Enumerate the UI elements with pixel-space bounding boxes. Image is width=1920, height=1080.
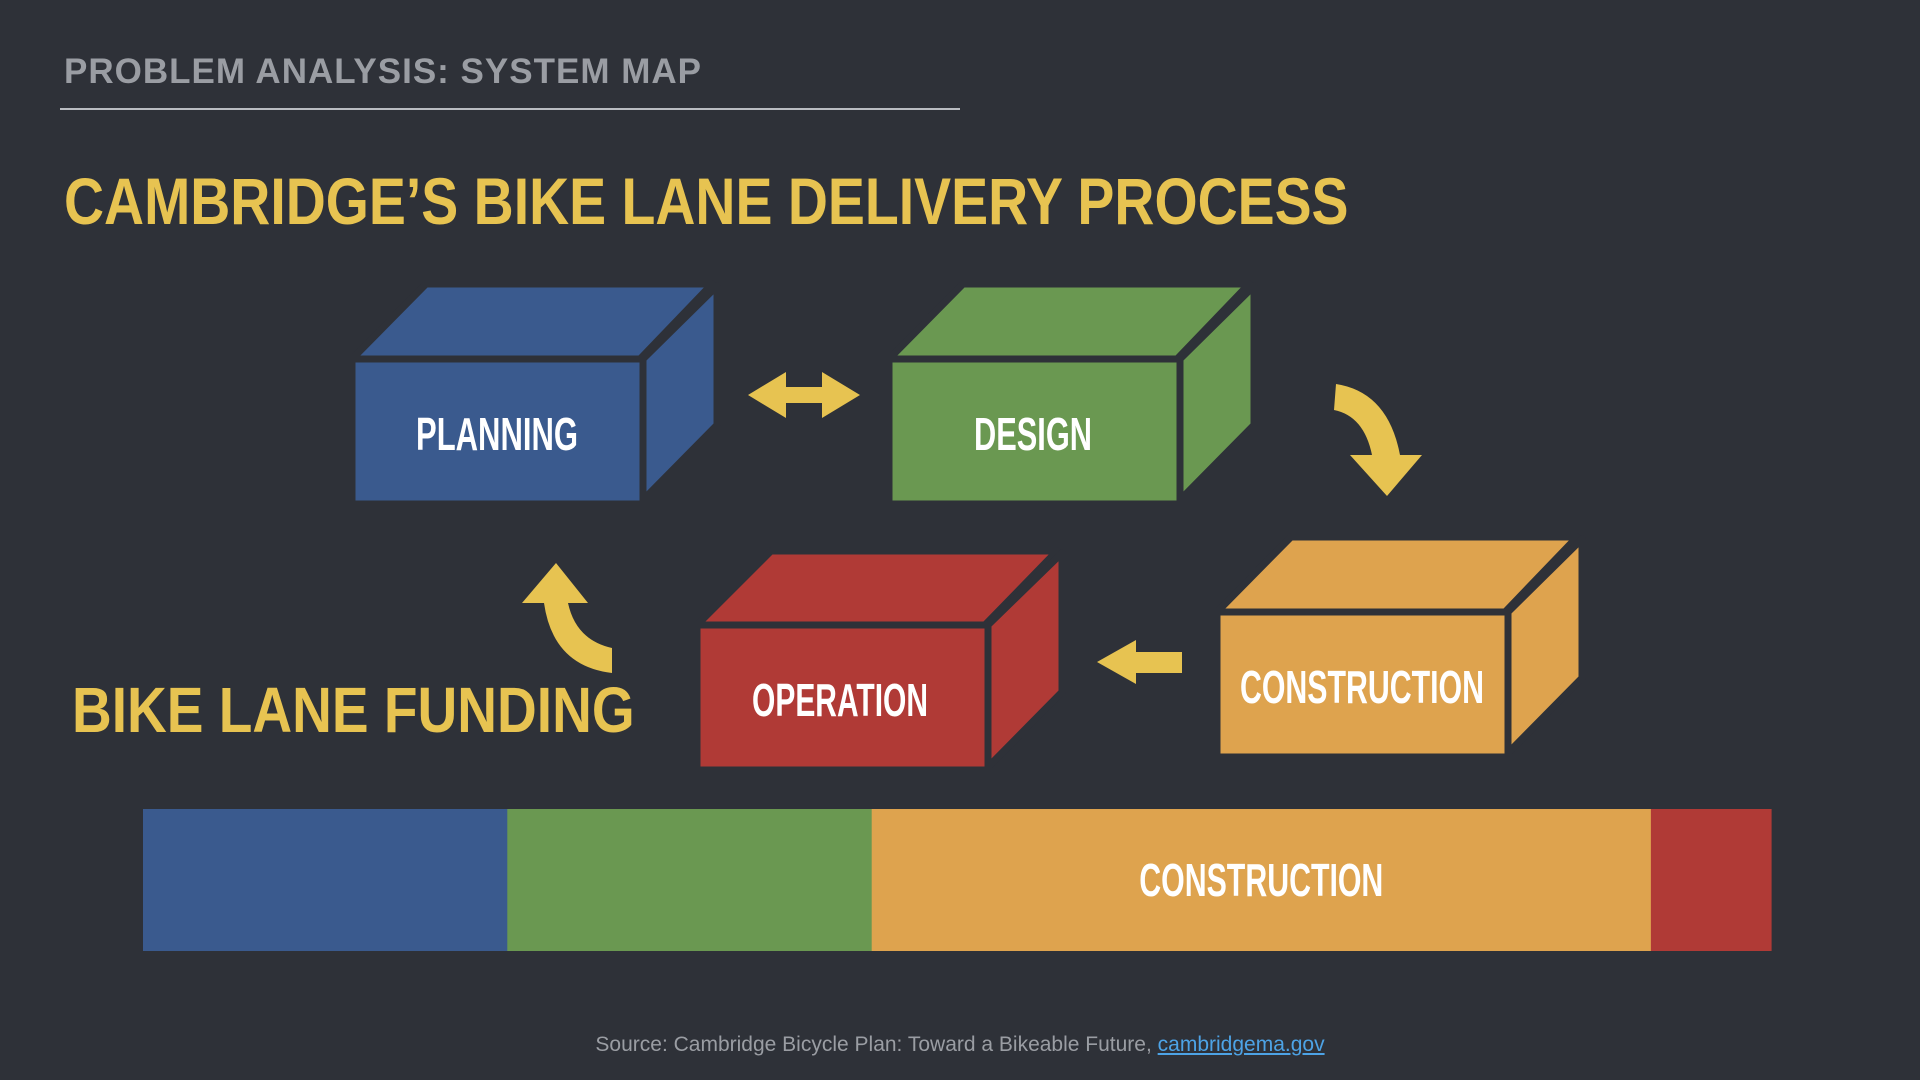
stage-planning-label: PLANNING xyxy=(416,408,578,460)
arrow-left-icon xyxy=(1097,640,1182,684)
funding-segment-construction xyxy=(871,809,1652,951)
funding-segment-construction-label: CONSTRUCTION xyxy=(1139,854,1383,906)
stage-operation-front-face xyxy=(693,621,992,774)
funding-segment-design xyxy=(507,809,873,951)
stage-operation-label: OPERATION xyxy=(752,674,928,726)
section-kicker: PROBLEM ANALYSIS: SYSTEM MAP xyxy=(64,52,702,91)
funding-bar: CONSTRUCTION xyxy=(143,809,1772,951)
funding-segment-planning xyxy=(143,809,508,951)
stage-planning-box: PLANNING xyxy=(348,280,721,508)
curved-arrow-down-icon xyxy=(1334,384,1422,496)
curved-arrow-up-icon xyxy=(522,563,612,673)
stage-operation-box: OPERATION xyxy=(693,547,1066,774)
double-arrow-icon xyxy=(748,372,860,418)
source-text: Source: Cambridge Bicycle Plan: Toward a… xyxy=(595,1033,1158,1056)
funding-segment-operation xyxy=(1650,809,1772,951)
kicker-divider xyxy=(60,108,960,110)
stage-construction-front-face xyxy=(1213,608,1512,761)
stage-construction-label: CONSTRUCTION xyxy=(1240,661,1484,713)
funding-label: BIKE LANE FUNDING xyxy=(72,674,635,746)
stage-design-front-face xyxy=(885,355,1184,508)
stage-design-box: DESIGN xyxy=(885,280,1258,508)
source-citation: Source: Cambridge Bicycle Plan: Toward a… xyxy=(0,1033,1920,1057)
stage-design-label: DESIGN xyxy=(974,408,1092,460)
stage-planning-front-face xyxy=(348,355,647,508)
stage-construction-box: CONSTRUCTION xyxy=(1213,533,1586,761)
slide-title: CAMBRIDGE’S BIKE LANE DELIVERY PROCESS xyxy=(64,164,1349,238)
source-link[interactable]: cambridgema.gov xyxy=(1157,1033,1325,1056)
